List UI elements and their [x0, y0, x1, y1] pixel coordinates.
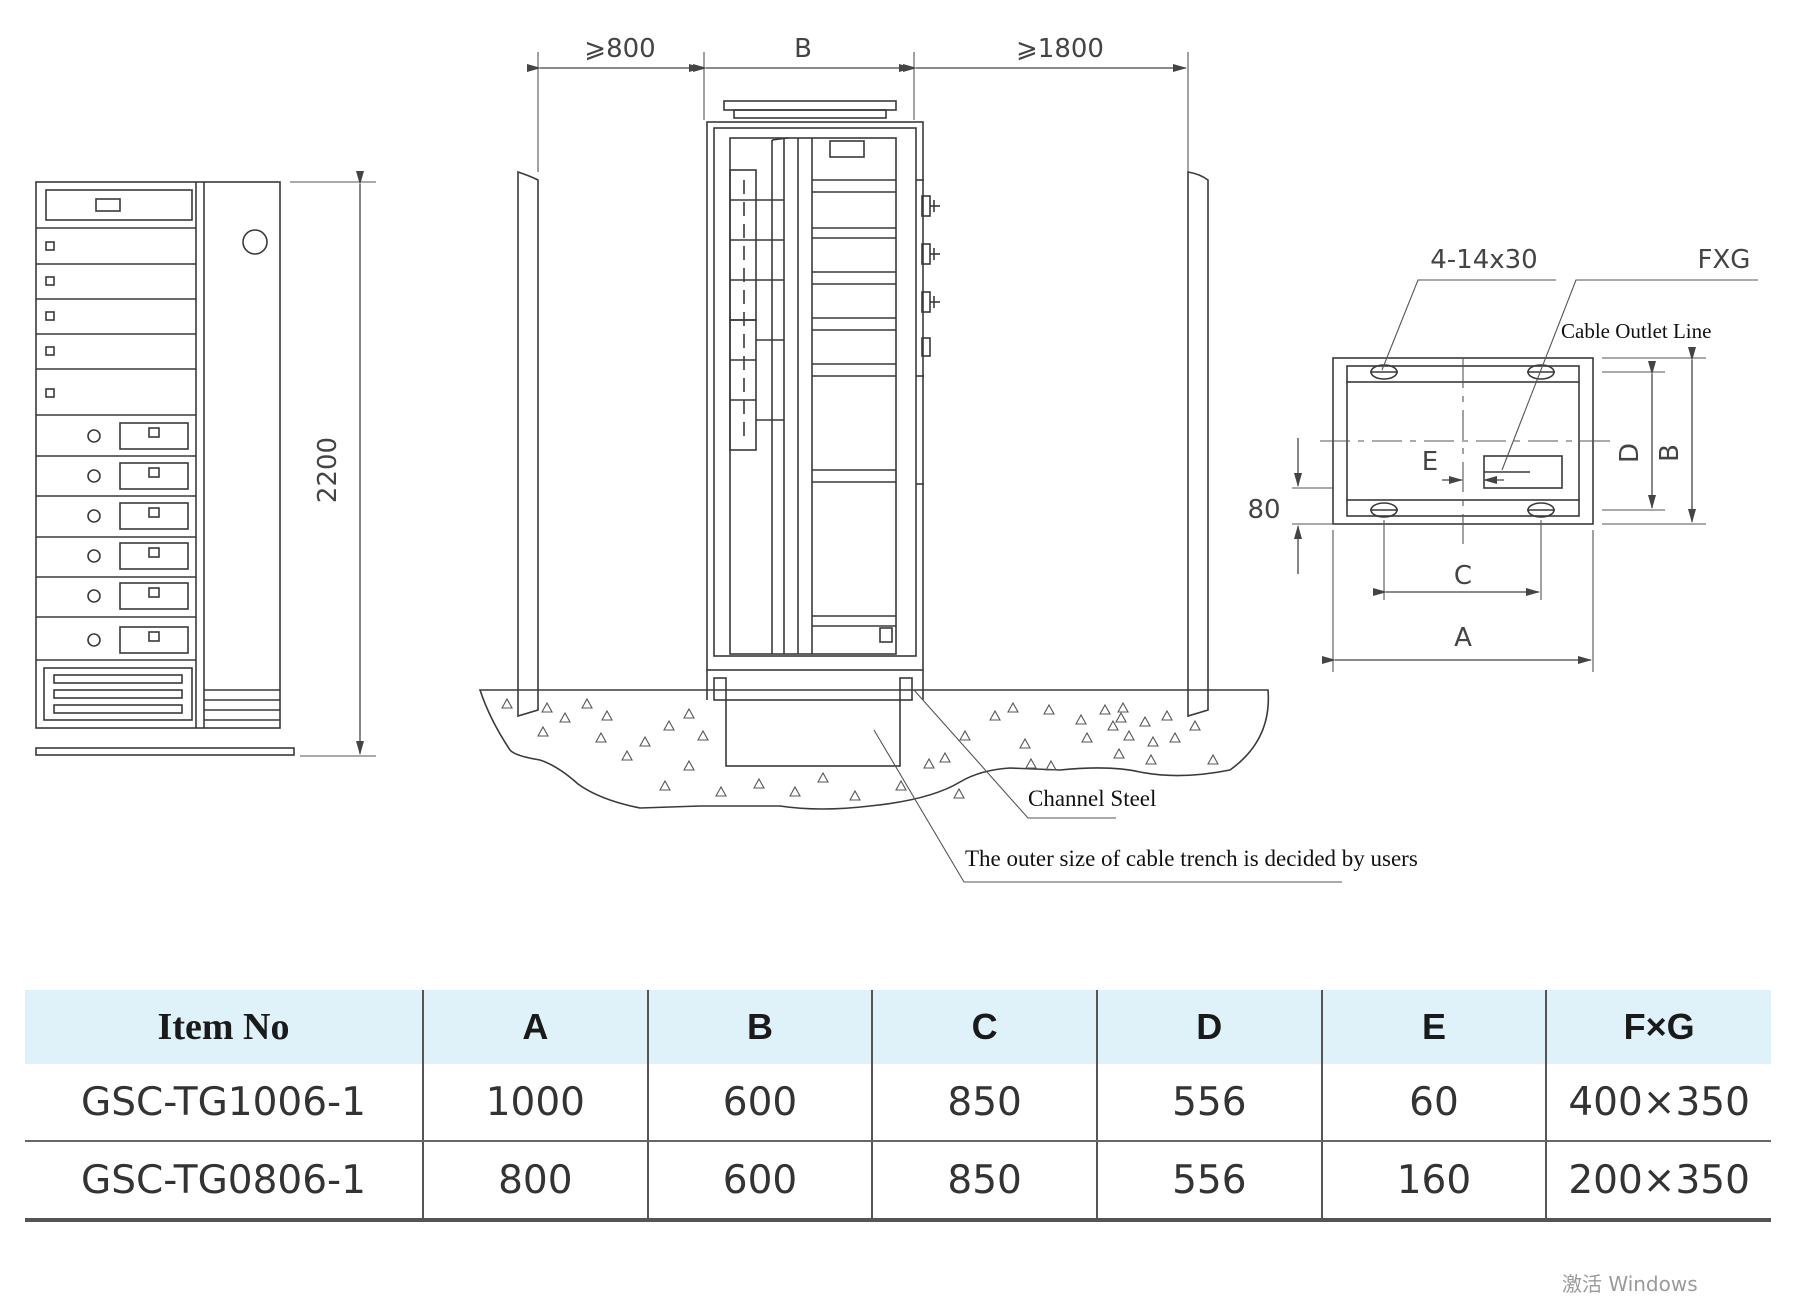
table-header-row: Item No A B C D E F×G — [25, 990, 1771, 1064]
width-b-label: B — [794, 34, 812, 64]
header-d: D — [1095, 990, 1322, 1064]
cell-e: 60 — [1320, 1064, 1547, 1142]
trench-note-label: The outer size of cable trench is decide… — [965, 846, 1418, 871]
holes-label: 4-14x30 — [1430, 245, 1537, 275]
cell-a: 800 — [422, 1141, 648, 1222]
cell-c: 850 — [871, 1064, 1097, 1142]
header-c: C — [871, 990, 1097, 1064]
windows-activation-watermark: 激活 Windows — [1562, 1272, 1698, 1296]
cell-c: 850 — [871, 1141, 1097, 1222]
header-b: B — [646, 990, 873, 1064]
cell-item-no: GSC-TG0806-1 — [25, 1141, 423, 1222]
header-item-no: Item No — [25, 990, 423, 1064]
height-label: 2200 — [313, 437, 343, 503]
dim-b-label: B — [1655, 444, 1685, 462]
dim-c-label: C — [1454, 561, 1472, 591]
cell-fxg: 200×350 — [1545, 1141, 1771, 1222]
installation-view: ⩾800 B ⩾1800 — [478, 34, 1418, 883]
cell-b: 600 — [646, 1064, 873, 1142]
switchgear-dimension-drawing: 2200 ⩾800 B ⩾1800 — [35, 34, 1758, 883]
table-row: GSC-TG0806-1 800 600 850 556 160 200×350 — [25, 1141, 1771, 1222]
header-fxg: F×G — [1545, 990, 1771, 1064]
specification-table: Item No A B C D E F×G GSC-TG1006-1 1000 … — [25, 990, 1771, 1222]
header-a: A — [422, 990, 648, 1064]
cell-a: 1000 — [422, 1064, 648, 1142]
dim-a-label: A — [1454, 623, 1472, 653]
cell-d: 556 — [1095, 1141, 1322, 1222]
gravel-fill — [501, 697, 1219, 801]
base-plan-view: E 80 D B C A 4-14x30 FXG Cable Outlet Li… — [1247, 245, 1758, 672]
clear-left-label: ⩾800 — [584, 34, 655, 64]
cell-b: 600 — [646, 1141, 873, 1222]
front-view: 2200 — [35, 171, 376, 757]
cable-outlet-label: Cable Outlet Line — [1561, 319, 1711, 343]
table-row: GSC-TG1006-1 1000 600 850 556 60 400×350 — [25, 1064, 1771, 1142]
dim-e-label: E — [1422, 447, 1438, 477]
clear-right-label: ⩾1800 — [1016, 34, 1104, 64]
cell-e: 160 — [1320, 1141, 1547, 1222]
fxg-label: FXG — [1698, 245, 1751, 275]
channel-steel-label: Channel Steel — [1028, 786, 1156, 811]
dim-80-label: 80 — [1247, 495, 1280, 525]
cell-item-no: GSC-TG1006-1 — [25, 1064, 423, 1142]
cell-fxg: 400×350 — [1545, 1064, 1771, 1142]
dim-d-label: D — [1615, 443, 1645, 463]
header-e: E — [1320, 990, 1547, 1064]
cell-d: 556 — [1095, 1064, 1322, 1142]
